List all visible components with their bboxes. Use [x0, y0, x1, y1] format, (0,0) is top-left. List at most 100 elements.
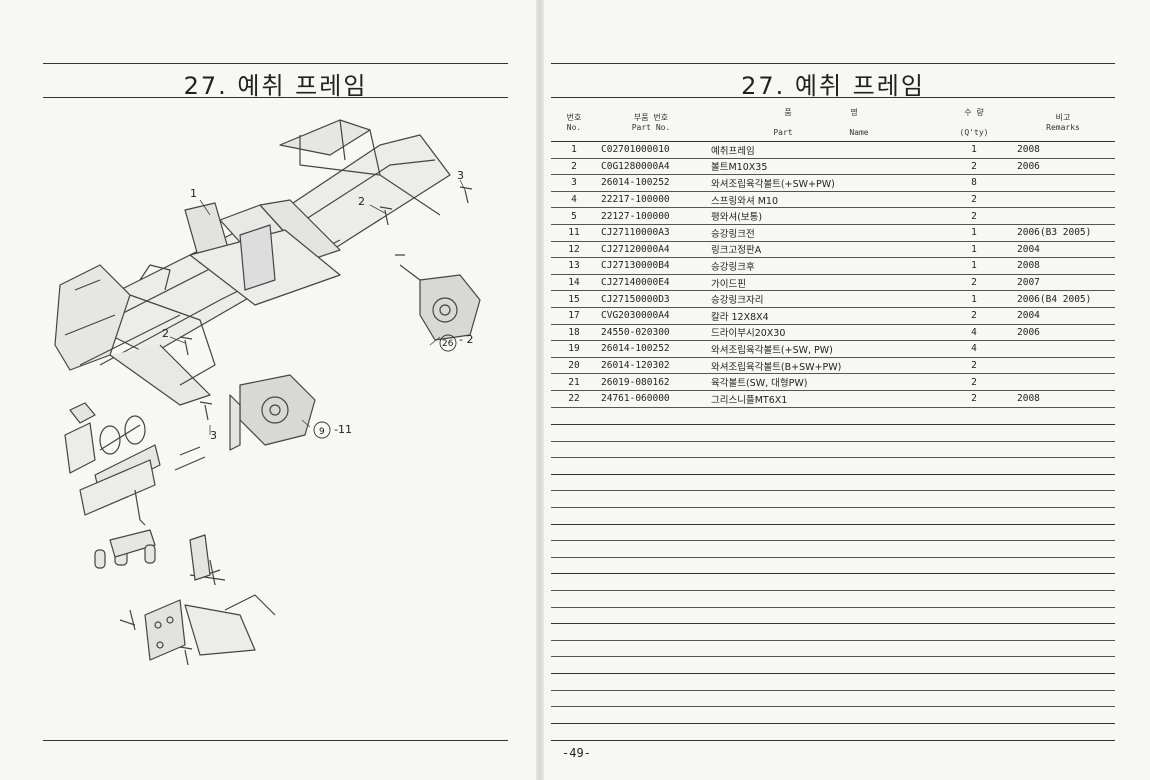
page-number: -49- — [562, 746, 591, 760]
cell-part-no: 26014-100252 — [597, 174, 705, 192]
col-header-no: 번호 No. — [551, 103, 597, 142]
blank-rule-line — [551, 623, 1115, 625]
cell-name: 칼라 12X8X4 — [705, 307, 937, 325]
cell-remarks: 2006(B3 2005) — [1011, 224, 1115, 242]
blank-rule-line — [551, 440, 1115, 442]
table-header-row: 번호 No. 부품 번호 Part No. 품 명 Part Name 수 량 … — [551, 103, 1115, 142]
cell-qty: 2 — [937, 357, 1011, 375]
blank-rule-line — [551, 457, 1115, 459]
parts-table: 번호 No. 부품 번호 Part No. 품 명 Part Name 수 량 … — [551, 103, 1115, 408]
cell-qty: 8 — [937, 174, 1011, 192]
ref-26-label: 26 — [442, 339, 454, 349]
cell-remarks: 2006 — [1011, 324, 1115, 342]
cell-part-no: C0G1280000A4 — [597, 158, 705, 176]
cell-remarks: 2004 — [1011, 307, 1115, 325]
blank-rule-line — [551, 590, 1115, 591]
cell-part-no: 26019-080162 — [597, 373, 705, 391]
cell-no: 20 — [551, 357, 597, 375]
cell-name: 드라이부시20X30 — [705, 324, 937, 342]
cell-remarks — [1011, 357, 1115, 375]
cell-part-no: 22127-100000 — [597, 207, 705, 225]
blank-rule-line — [551, 556, 1115, 558]
cell-name: 와셔조립육각볼트(+SW+PW) — [705, 174, 937, 192]
cell-no: 13 — [551, 257, 597, 275]
cell-no: 1 — [551, 141, 597, 159]
col-header-name: 품 명 Part Name — [705, 103, 937, 142]
col-header-name-ko-1: 품 — [784, 108, 792, 117]
blank-rule-line — [551, 523, 1115, 525]
blank-rule-line — [551, 573, 1115, 575]
cell-part-no: 24550-020300 — [597, 324, 705, 342]
ref-9-label: 9 — [319, 427, 325, 437]
col-header-no-ko: 번호 — [566, 113, 582, 122]
cell-qty: 1 — [937, 241, 1011, 259]
cell-remarks — [1011, 373, 1115, 391]
cell-qty: 2 — [937, 307, 1011, 325]
col-header-name-en-2: Name — [849, 128, 869, 137]
cell-remarks: 2008 — [1011, 257, 1115, 275]
cell-remarks: 2008 — [1011, 390, 1115, 408]
blank-rule-line — [551, 490, 1115, 492]
blank-rule-line — [551, 424, 1115, 425]
cell-qty: 2 — [937, 390, 1011, 408]
cell-part-no: CVG2030000A4 — [597, 307, 705, 325]
blank-rule-line — [551, 639, 1115, 641]
cell-part-no: 26014-100252 — [597, 340, 705, 358]
cell-name: 스프링와셔 M10 — [705, 191, 937, 209]
cell-part-no: C02701000010 — [597, 141, 705, 159]
cell-name: 승강링크후 — [705, 257, 937, 275]
cell-qty: 2 — [937, 191, 1011, 209]
col-header-part-no: 부품 번호 Part No. — [597, 103, 705, 142]
cell-no: 12 — [551, 241, 597, 259]
cell-no: 18 — [551, 324, 597, 342]
right-title-rule-bottom — [551, 97, 1115, 98]
callout-2-top: 2 — [358, 195, 365, 208]
col-header-no-en: No. — [566, 123, 582, 132]
cell-name: 가이드핀 — [705, 274, 937, 292]
cell-no: 14 — [551, 274, 597, 292]
col-header-name-ko-2: 명 — [850, 108, 858, 117]
cell-no: 4 — [551, 191, 597, 209]
cell-no: 3 — [551, 174, 597, 192]
cell-no: 5 — [551, 207, 597, 225]
col-header-remarks-en: Remarks — [1046, 123, 1080, 132]
cell-name: 와셔조립육각볼트(B+SW+PW) — [705, 357, 937, 375]
cell-remarks — [1011, 174, 1115, 192]
callout-3-bottom: 3 — [210, 429, 217, 442]
col-header-part-no-en: Part No. — [631, 123, 671, 132]
ref-26-suffix: - 2 — [459, 333, 473, 346]
blank-rule-line — [551, 507, 1115, 508]
cell-part-no: 22217-100000 — [597, 191, 705, 209]
cell-no: 17 — [551, 307, 597, 325]
cell-remarks — [1011, 207, 1115, 225]
blank-rule-line — [551, 673, 1115, 674]
cell-remarks: 2004 — [1011, 241, 1115, 259]
cell-qty: 1 — [937, 257, 1011, 275]
cell-part-no: CJ27150000D3 — [597, 290, 705, 308]
cell-name: 평와셔(보통) — [705, 207, 937, 225]
cell-remarks — [1011, 340, 1115, 358]
right-page-title: 27. 예취 프레임 — [741, 72, 925, 100]
cell-part-no: CJ27130000B4 — [597, 257, 705, 275]
cell-name: 육각볼트(SW, 대형PW) — [705, 373, 937, 391]
cell-part-no: 26014-120302 — [597, 357, 705, 375]
cell-part-no: CJ27120000A4 — [597, 241, 705, 259]
cell-qty: 2 — [937, 373, 1011, 391]
cell-qty: 1 — [937, 290, 1011, 308]
blank-rule-line — [551, 606, 1115, 608]
book-fold — [536, 0, 544, 780]
cell-no: 2 — [551, 158, 597, 176]
blank-rule-line — [551, 656, 1115, 658]
